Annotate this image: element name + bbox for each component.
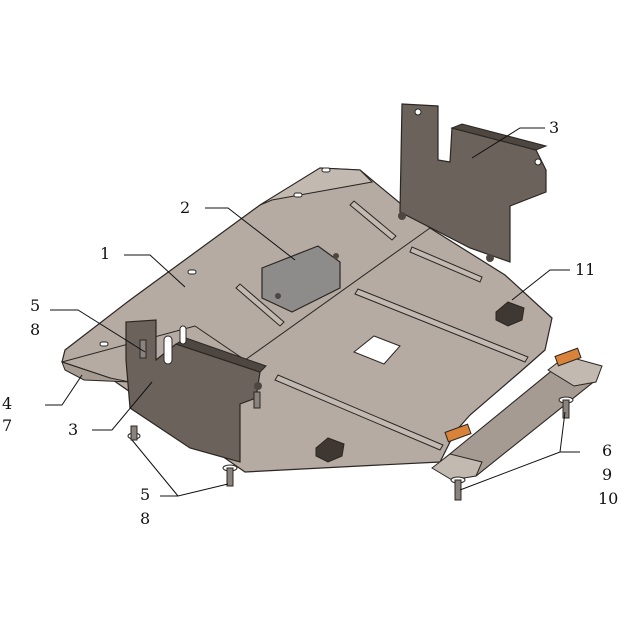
access-cover [261,245,341,313]
spacer-pad [554,347,582,367]
callout-side-a: 4 [2,394,13,413]
callout-side-b: 7 [2,416,13,435]
bracket-lower-slot [163,335,173,365]
bracket-upper-lip [450,123,548,151]
loose-bolts [127,339,574,501]
callout-bolt-left-a: 5 [30,296,41,315]
plate-flange [259,167,374,206]
access-cover-bolt [333,253,339,259]
callout-bracket-upper: 3 [549,118,560,137]
callout-bolt-right-b: 9 [602,465,613,484]
leader-lines [45,127,580,497]
bracket-lower-slot [179,325,187,345]
callout-bracket-lower: 3 [68,420,79,439]
callout-bolt-right-c: 10 [598,489,619,508]
bracket-upper-hole [414,108,422,116]
bracket-lower-bolt [254,382,262,390]
spacer-pad [444,423,472,443]
plate-cutout [353,335,401,365]
callout-bolt-bottom-a: 5 [140,485,151,504]
callout-access-cover: 2 [180,198,191,217]
plate-front-lip [61,361,131,383]
plate-slots [99,167,331,347]
stiffening-ribs [235,200,529,451]
callout-bumper-mount: 11 [575,260,596,279]
callout-bolt-right-a: 6 [602,441,613,460]
callout-bolt-left-b: 8 [30,320,41,339]
bracket-upper-bolt [398,212,406,220]
callout-main-plate: 1 [100,244,111,263]
bracket-lower [125,319,261,463]
bumper-mounts [315,301,525,463]
front-rail-tab [431,453,483,481]
bracket-upper-hole [534,158,542,166]
access-cover-bolt [275,293,281,299]
bracket-upper-bolt [486,254,494,262]
callout-bolt-bottom-b: 8 [140,509,151,528]
